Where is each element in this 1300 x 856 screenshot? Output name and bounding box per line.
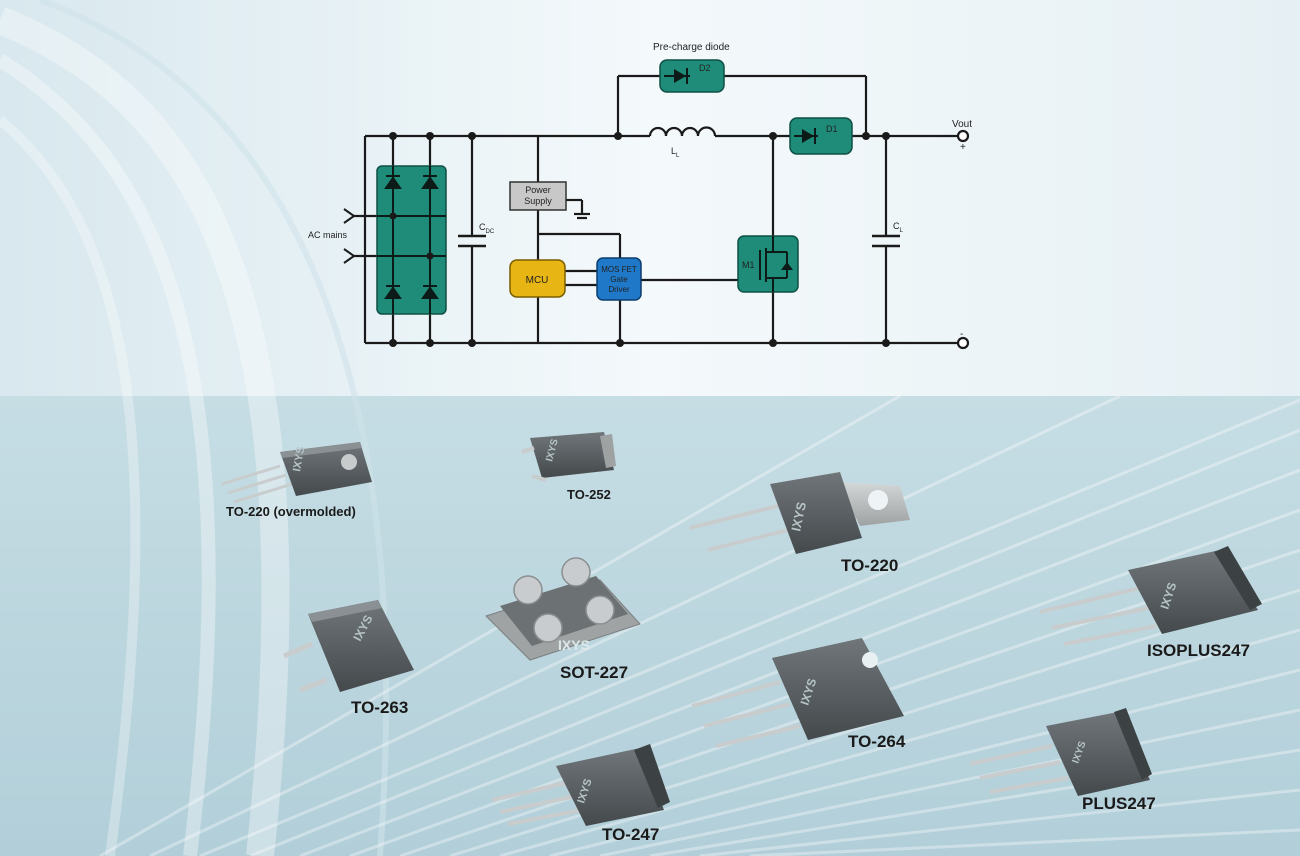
logo-sot227: IXYS [558,637,590,653]
label-power-supply-1: Power [525,185,551,195]
label-sot227: SOT-227 [560,663,628,682]
label-inductor: LL [671,146,680,159]
bridge-rectifier [376,165,447,315]
ac-input-arrows [343,208,356,264]
label-vout: Vout [952,119,972,130]
mcu-box [509,259,566,298]
label-gate-1: MOS FET [601,265,637,274]
label-pre-charge: Pre-charge diode [653,42,730,53]
label-to252: TO-252 [567,487,611,502]
package-to264: IXYS [691,638,904,748]
package-isoplus247: IXYS [1039,546,1262,646]
package-to252: IXYS [521,432,616,482]
label-mcu: MCU [526,275,549,286]
label-isoplus247: ISOPLUS247 [1147,641,1250,660]
diode-d2 [659,59,725,93]
package-sot227: IXYS [485,557,641,661]
label-gate-3: Driver [608,285,630,294]
ground-terminal [956,336,970,350]
label-cl: CL [893,221,904,234]
junction-dots [389,132,890,347]
label-to247: TO-247 [602,825,659,844]
label-plus247: PLUS247 [1082,794,1156,813]
label-minus: - [960,329,963,340]
vout-terminal [956,129,970,143]
inductor [648,126,717,137]
label-ac-mains: AC mains [308,230,348,240]
label-cdc: CDC [479,222,495,235]
capacitor-cl [872,234,900,248]
package-to220: IXYS [689,472,910,554]
power-supply-box [509,181,567,211]
gate-driver-box [596,257,642,301]
package-plus247: IXYS [969,708,1152,796]
label-to264: TO-264 [848,732,906,751]
label-to220-overmolded: TO-220 (overmolded) [226,504,356,519]
package-to263: IXYS [283,600,414,693]
label-d2: D2 [699,63,711,73]
diode-d1 [789,117,853,155]
package-to220-overmolded: IXYS [221,442,372,504]
label-plus: + [960,142,966,153]
label-d1: D1 [826,124,838,134]
logo-to220-overmolded: IXYS [291,446,307,473]
background-top [0,0,1300,396]
label-to220: TO-220 [841,556,898,575]
label-m1: M1 [742,260,755,270]
logo-to220: IXYS [788,500,809,532]
label-to263: TO-263 [351,698,408,717]
mosfet-m1 [737,235,799,293]
package-to247: IXYS [491,744,670,826]
label-gate-2: Gate [610,275,628,284]
label-power-supply-2: Supply [524,196,552,206]
capacitor-cdc [458,234,486,248]
